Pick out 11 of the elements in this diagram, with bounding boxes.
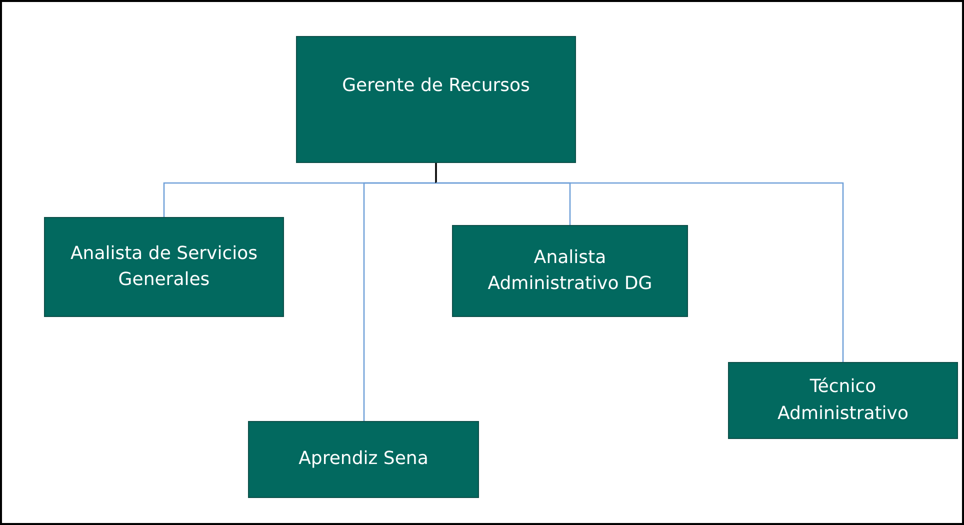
role-box — [248, 421, 479, 498]
role-box — [296, 36, 576, 163]
role-title: Técnico Administrativo — [776, 375, 910, 426]
role-box — [44, 217, 284, 317]
role-box — [728, 362, 958, 439]
role-title: Analista Administrativo DG — [486, 246, 654, 296]
role-title: Analista de Servicios Generales — [69, 242, 258, 292]
role-box — [452, 225, 688, 317]
role-title: Gerente de Recursos — [342, 74, 530, 98]
connector-line — [435, 163, 844, 362]
role-title: Aprendiz Sena — [298, 447, 428, 472]
